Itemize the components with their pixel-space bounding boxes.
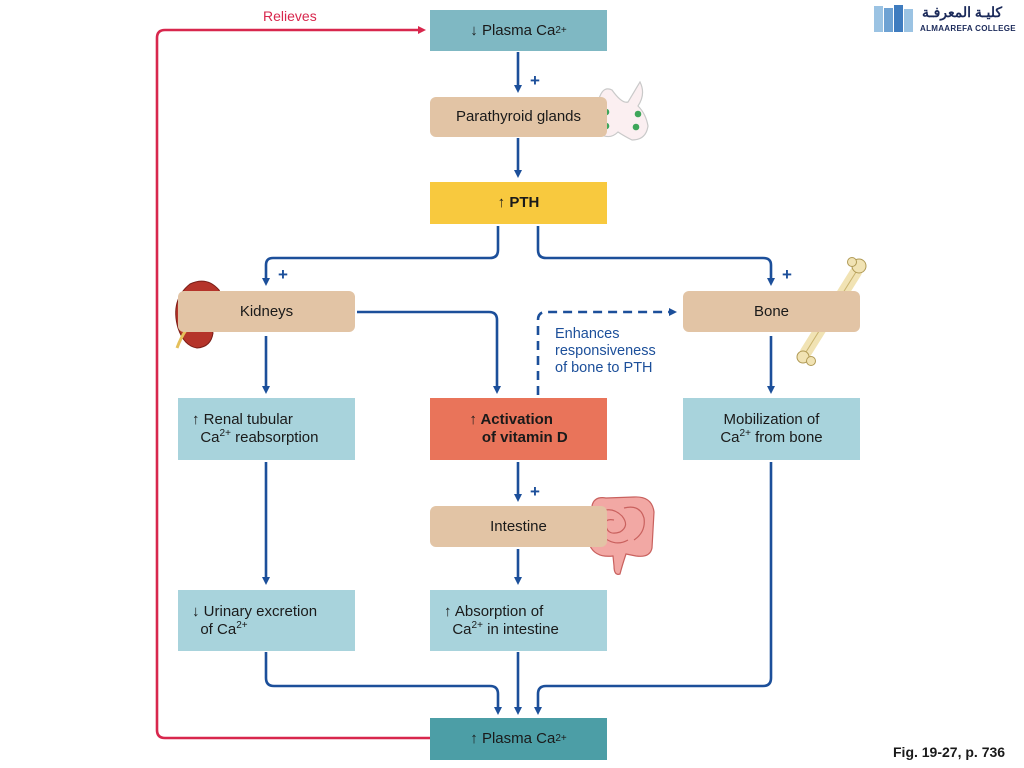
urinary-excretion-box: ↓ Urinary excretion of Ca2+	[178, 590, 355, 651]
up-arrow-symbol: ↑	[192, 411, 200, 428]
arrow-urinary-to-plasma	[264, 652, 502, 715]
down-arrow-symbol: ↓	[470, 21, 478, 39]
pth-increase-box: ↑ PTH	[430, 182, 607, 224]
arrow-vitd-enhances-bone	[536, 308, 677, 395]
plus-sign: +	[782, 265, 792, 284]
up-arrow-symbol: ↑	[469, 411, 477, 428]
plus-sign: +	[278, 265, 288, 284]
parathyroid-glands-box: Parathyroid glands	[430, 97, 607, 137]
college-logo-english: ALMAAREFA COLLEGE	[920, 24, 1016, 33]
arrow-pth-to-kidneys	[262, 226, 500, 286]
arrow-mobilization-to-plasma	[534, 462, 773, 715]
bone-box: Bone	[683, 291, 860, 332]
up-arrow-symbol: ↑	[444, 602, 452, 620]
intestine-box: Intestine	[430, 506, 607, 547]
college-logo-arabic: كليـة المعرفـة	[922, 4, 1003, 20]
vitamin-d-activation-box: ↑ Activation of vitamin D	[430, 398, 607, 460]
college-logo-icon	[874, 5, 913, 32]
arrow-relieves-feedback	[155, 26, 430, 740]
figure-caption: Fig. 19-27, p. 736	[893, 744, 1006, 760]
up-arrow-symbol: ↑	[470, 730, 478, 747]
up-arrow-symbol: ↑	[497, 194, 506, 211]
renal-reabsorption-box: ↑ Renal tubular Ca2+ reabsorption	[178, 398, 355, 460]
bone-mobilization-box: Mobilization of Ca2+ from bone	[683, 398, 860, 460]
relieves-label: Relieves	[263, 8, 317, 24]
intestinal-absorption-box: ↑ Absorption of Ca2+ in intestine	[430, 590, 607, 651]
plus-sign: +	[530, 482, 540, 501]
arrow-pth-to-bone	[536, 226, 775, 286]
arrow-kidneys-to-vitd	[357, 310, 501, 394]
enhances-label: Enhances responsiveness of bone to PTH	[555, 326, 656, 376]
down-arrow-symbol: ↓	[192, 602, 200, 620]
plus-sign: +	[530, 71, 540, 90]
kidneys-box: Kidneys	[178, 291, 355, 332]
